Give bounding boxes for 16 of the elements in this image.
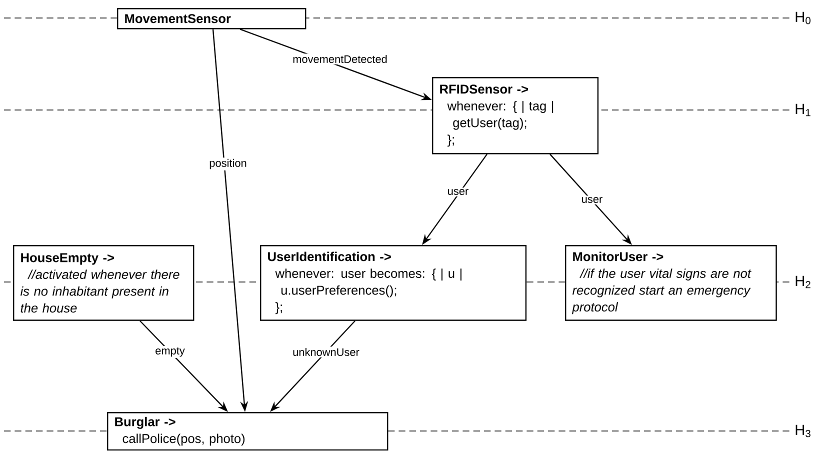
- edge-label: movementDetected: [293, 54, 387, 63]
- edge-label: empty: [156, 347, 185, 357]
- level-label: H$_{2}$: [796, 276, 810, 288]
- component-box: Burglar -> callPolice(pos, photo): [107, 412, 388, 451]
- level-label: H$_{3}$: [796, 424, 810, 438]
- component-box: MovementSensor: [117, 8, 306, 30]
- edge-label: unknownUser: [293, 348, 360, 356]
- edge-label: user: [582, 197, 602, 203]
- component-box: RFIDSensor -> whenever: { | tag | getUser(tag); };: [432, 77, 599, 154]
- edge-label: user: [448, 189, 468, 195]
- component-box: HouseEmpty -> //activated whenever there is no inhabitant present in the house: [13, 245, 194, 321]
- level-label: H$_{1}$: [796, 104, 810, 116]
- edge-label: position: [210, 158, 246, 170]
- level-label: H$_{0}$: [796, 12, 810, 24]
- component-box: MonitorUser -> //if the user vital signs are not recognized start an emergency protocol: [565, 245, 777, 321]
- component-box: UserIdentification -> whenever: user becomes: { | u | u.userPreferences(); };: [260, 245, 527, 321]
